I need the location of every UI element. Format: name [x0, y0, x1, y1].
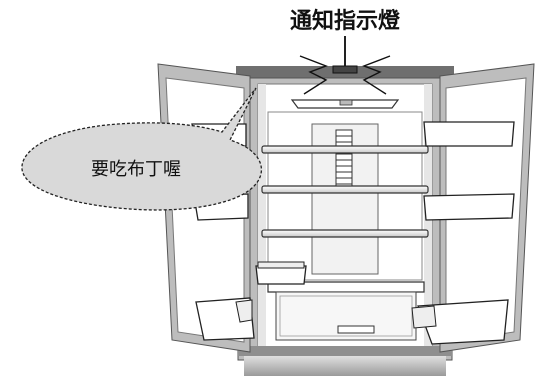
- shelf-1: [261, 145, 429, 154]
- right-door-bin-middle: [423, 193, 515, 221]
- crisper-drawer: [267, 281, 425, 341]
- speech-bubble-shape: [21, 87, 262, 211]
- right-door-bin-upper: [423, 121, 515, 147]
- right-door: [411, 63, 535, 353]
- speech-text: 要吃布丁喔: [91, 159, 181, 180]
- bottom-base: [244, 356, 446, 376]
- bottom-strip: [238, 346, 452, 356]
- glow-lines-left: [299, 55, 328, 95]
- back-panel: [267, 111, 423, 281]
- shelf-2: [261, 185, 429, 194]
- shelf-3: [261, 229, 429, 238]
- indicator-label: 通知指示燈: [290, 8, 401, 34]
- indicator-light: [332, 65, 358, 74]
- notification-indicator: [299, 55, 391, 95]
- drawer-handle: [337, 325, 375, 334]
- speech-bubble: 要吃布丁喔: [21, 87, 262, 211]
- glow-lines-right: [362, 55, 391, 95]
- vent-grille: [335, 129, 353, 189]
- fridge-cabinet: [236, 66, 454, 376]
- right-door-bin-lower: [417, 299, 509, 345]
- small-container: [255, 261, 307, 285]
